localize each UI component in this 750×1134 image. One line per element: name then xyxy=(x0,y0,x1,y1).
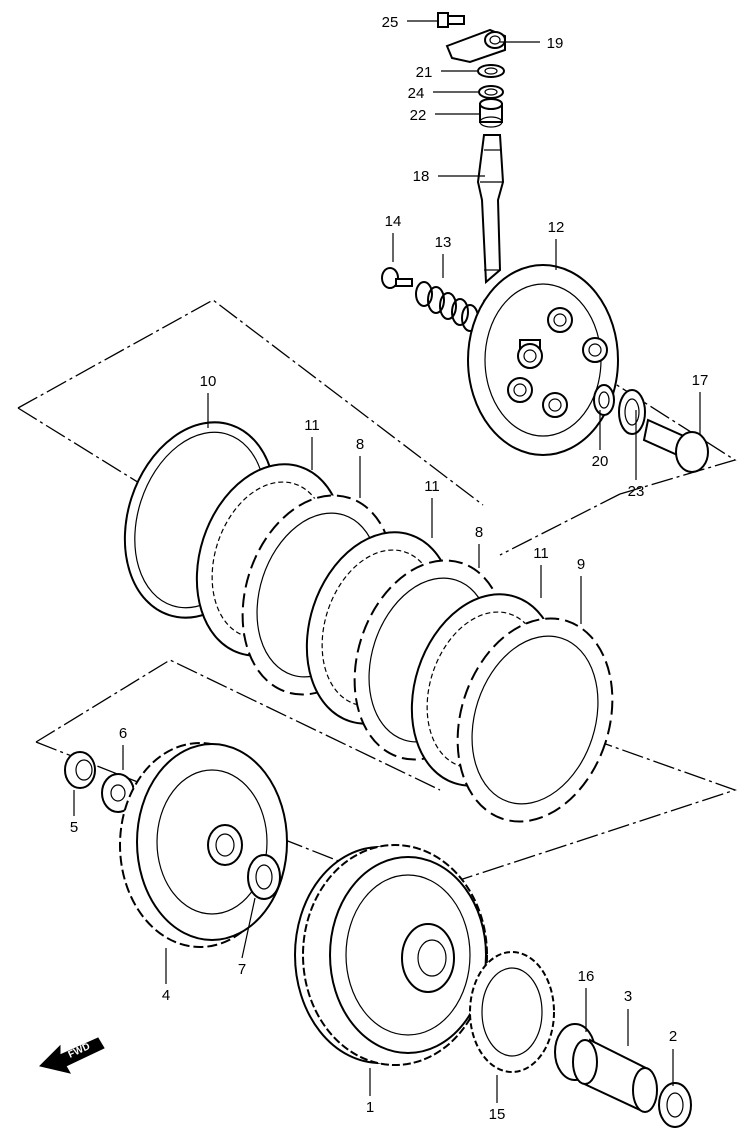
spring-part-13 xyxy=(415,281,479,332)
push-piece-part-17 xyxy=(642,418,709,473)
callout-number: 6 xyxy=(119,725,127,742)
callout-c10: 10 xyxy=(200,373,217,428)
callout-c22: 22 xyxy=(410,107,481,124)
callout-number: 11 xyxy=(533,545,549,562)
callout-number: 22 xyxy=(410,107,427,124)
callout-c24: 24 xyxy=(408,85,478,102)
bearing-part-22 xyxy=(479,98,503,128)
callout-c8a: 8 xyxy=(356,436,364,498)
callout-number: 21 xyxy=(416,64,433,81)
callout-number: 7 xyxy=(238,961,246,978)
washer-part-20 xyxy=(593,384,615,416)
callout-number: 25 xyxy=(382,14,399,31)
callout-c8b: 8 xyxy=(475,524,483,568)
callout-c18: 18 xyxy=(413,168,485,185)
callout-number: 10 xyxy=(200,373,217,390)
callout-c4: 4 xyxy=(162,948,170,1004)
callout-c2: 2 xyxy=(669,1028,677,1086)
callout-c5: 5 xyxy=(70,790,78,836)
callout-number: 24 xyxy=(408,85,425,102)
callout-number: 14 xyxy=(385,213,402,230)
bolt-part-25 xyxy=(437,12,465,28)
callout-c1: 1 xyxy=(366,1068,374,1116)
callout-c11a: 11 xyxy=(304,417,320,470)
callout-c14: 14 xyxy=(385,213,402,262)
callout-number: 1 xyxy=(366,1099,374,1116)
callout-c16: 16 xyxy=(578,968,595,1032)
release-shaft-part-18 xyxy=(476,134,505,285)
callout-number: 23 xyxy=(628,483,645,500)
callout-number: 5 xyxy=(70,819,78,836)
callout-c11b: 11 xyxy=(424,478,440,538)
callout-c17: 17 xyxy=(692,372,709,434)
thrust-bearing-part-23 xyxy=(618,389,646,435)
callout-number: 8 xyxy=(356,436,364,453)
washer-part-21 xyxy=(477,64,505,78)
callout-number: 2 xyxy=(669,1028,677,1045)
callout-number: 11 xyxy=(304,417,320,434)
seal-part-24 xyxy=(478,85,504,99)
callout-c11c: 11 xyxy=(533,545,549,598)
leader-line xyxy=(241,897,256,959)
fwd-arrow-icon: FWD xyxy=(39,1037,105,1074)
callout-number: 4 xyxy=(162,987,170,1004)
callout-c15: 15 xyxy=(489,1075,506,1123)
callout-c25: 25 xyxy=(382,14,437,31)
washer-part-7 xyxy=(247,854,281,900)
callout-number: 11 xyxy=(424,478,440,495)
bolt-part-14 xyxy=(381,267,413,289)
gear-part-15 xyxy=(469,951,555,1073)
callout-number: 12 xyxy=(548,219,565,236)
callout-number: 19 xyxy=(547,35,564,52)
callout-layer: 1234567889101111111213141516171819202122… xyxy=(70,14,709,1123)
callout-number: 8 xyxy=(475,524,483,541)
callout-c12: 12 xyxy=(548,219,565,270)
callout-c3: 3 xyxy=(624,988,632,1046)
callout-number: 9 xyxy=(577,556,585,573)
spacer-part-3 xyxy=(572,1038,658,1113)
clutch-housing-part-1 xyxy=(294,844,488,1066)
washer-part-2 xyxy=(658,1082,692,1128)
callout-number: 18 xyxy=(413,168,430,185)
callout-number: 3 xyxy=(624,988,632,1005)
callout-number: 16 xyxy=(578,968,595,985)
callout-c7: 7 xyxy=(238,897,256,978)
nut-part-5 xyxy=(64,751,96,789)
callout-c23: 23 xyxy=(628,410,645,500)
callout-number: 17 xyxy=(692,372,709,389)
callout-c6: 6 xyxy=(119,725,127,770)
callout-c19: 19 xyxy=(500,35,563,52)
callout-number: 20 xyxy=(592,453,609,470)
callout-number: 13 xyxy=(435,234,452,251)
callout-c21: 21 xyxy=(416,64,478,81)
release-lever-part-19 xyxy=(445,28,506,64)
friction-plate-part-9 xyxy=(456,617,614,823)
callout-c13: 13 xyxy=(435,234,452,278)
callout-number: 15 xyxy=(489,1106,506,1123)
clutch-hub-part-4 xyxy=(119,742,288,948)
pressure-plate-part-12 xyxy=(467,264,619,456)
callout-c9: 9 xyxy=(577,556,585,624)
callout-c20: 20 xyxy=(592,410,609,470)
